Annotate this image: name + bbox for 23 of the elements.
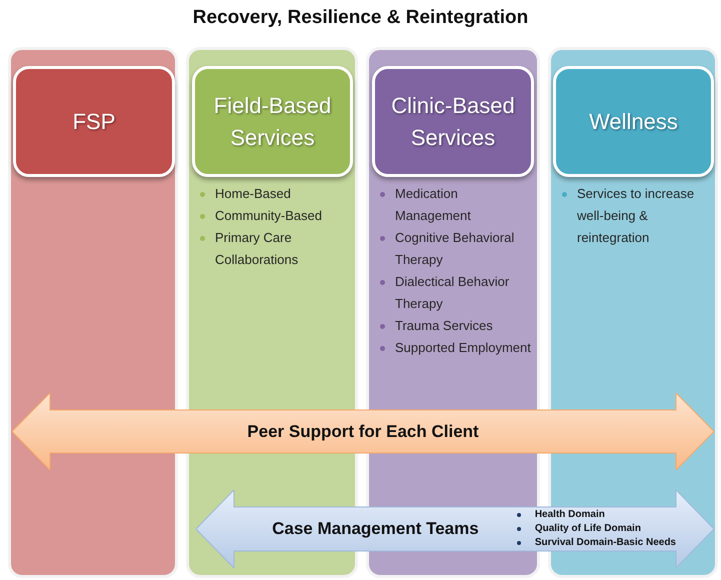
bullet-item: Primary Care Collaborations: [215, 229, 300, 269]
header-text: Wellness: [589, 108, 678, 136]
bullet-item: Cognitive Behavioral Therapy: [395, 229, 516, 269]
bullet-item: Survival Domain-Basic Needs: [534, 536, 676, 550]
header-text: FSP: [72, 108, 116, 136]
arrow-label: Case Management Teams: [272, 518, 479, 540]
bullet-item: Community-Based: [215, 207, 322, 225]
header-text: Clinic-Based Services: [390, 92, 516, 152]
header-box: [192, 66, 353, 177]
title: Recovery, Resilience & Reintegration: [192, 6, 528, 30]
header-box: [372, 66, 534, 177]
header-text: Field-Based Services: [212, 92, 332, 152]
bullet-item: Trauma Services: [395, 317, 493, 335]
bullet-item: Dialectical Behavior Therapy: [395, 273, 510, 313]
bullet-item: Services to increase well-being & reintegration: [577, 185, 696, 247]
arrow-label: Peer Support for Each Client: [247, 420, 479, 443]
bullet-item: Supported Employment: [395, 339, 531, 357]
bullet-item: Quality of Life Domain: [534, 522, 641, 536]
bullet-item: Medication Management: [395, 185, 472, 225]
bullet-item: Health Domain: [534, 508, 605, 522]
header-box: [13, 66, 175, 177]
header-box: [553, 66, 714, 177]
bullet-item: Home-Based: [215, 185, 291, 203]
